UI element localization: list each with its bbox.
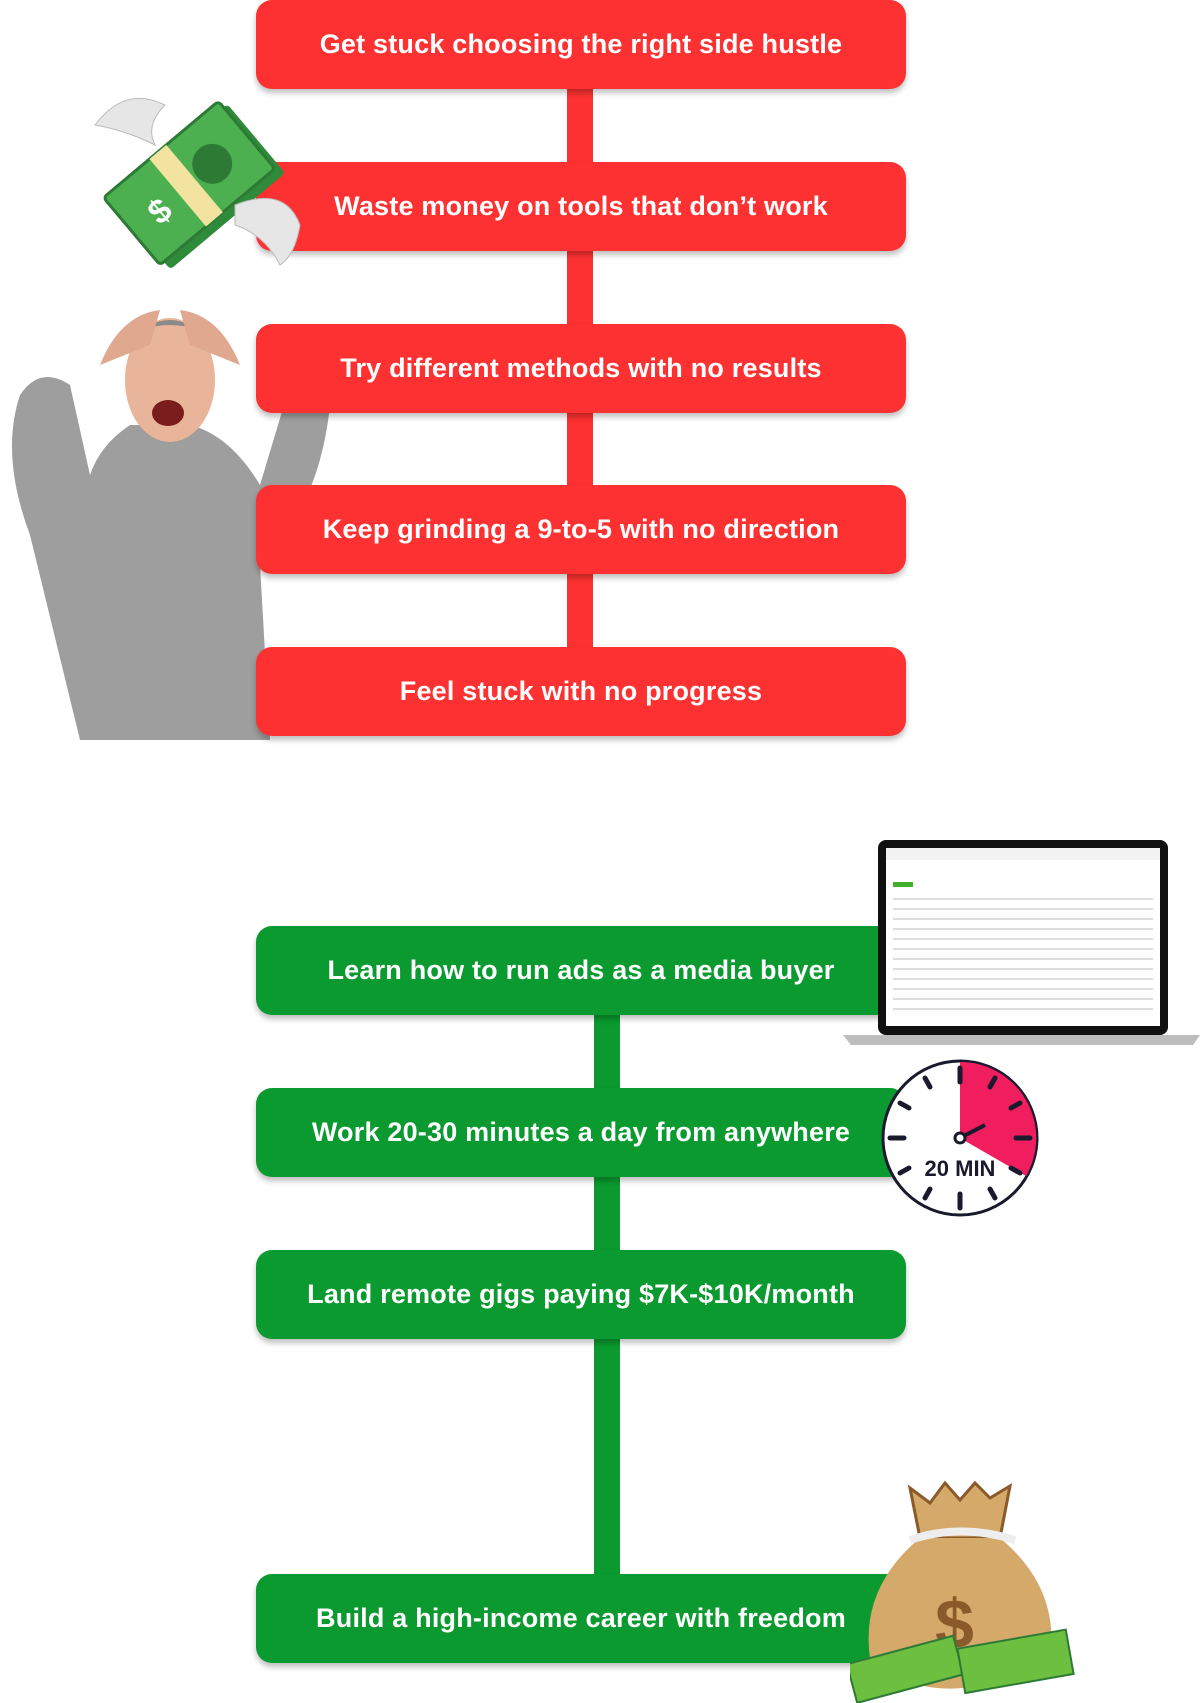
flying-money-icon: $ [94,97,301,268]
solution-step-1: Learn how to run ads as a media buyer [256,926,906,1015]
problem-step-1: Get stuck choosing the right side hustle [256,0,906,89]
timer-clock: 20 MIN [880,1058,1040,1220]
stressed-man-image [12,310,330,740]
money-bag-icon: $ [850,1480,1075,1703]
laptop-dashboard-image [843,840,1200,1045]
clock-icon [881,1059,1039,1217]
solution-step-3: Land remote gigs paying $7K-$10K/month [256,1250,906,1339]
problem-step-5: Feel stuck with no progress [256,647,906,736]
clock-label: 20 MIN [924,1156,996,1181]
solution-step-2: Work 20-30 minutes a day from anywhere [256,1088,906,1177]
solution-step-4: Build a high-income career with freedom [256,1574,906,1663]
problem-step-2: Waste money on tools that don’t work [256,162,906,251]
problem-step-3: Try different methods with no results [256,324,906,413]
problem-step-4: Keep grinding a 9-to-5 with no direction [256,485,906,574]
